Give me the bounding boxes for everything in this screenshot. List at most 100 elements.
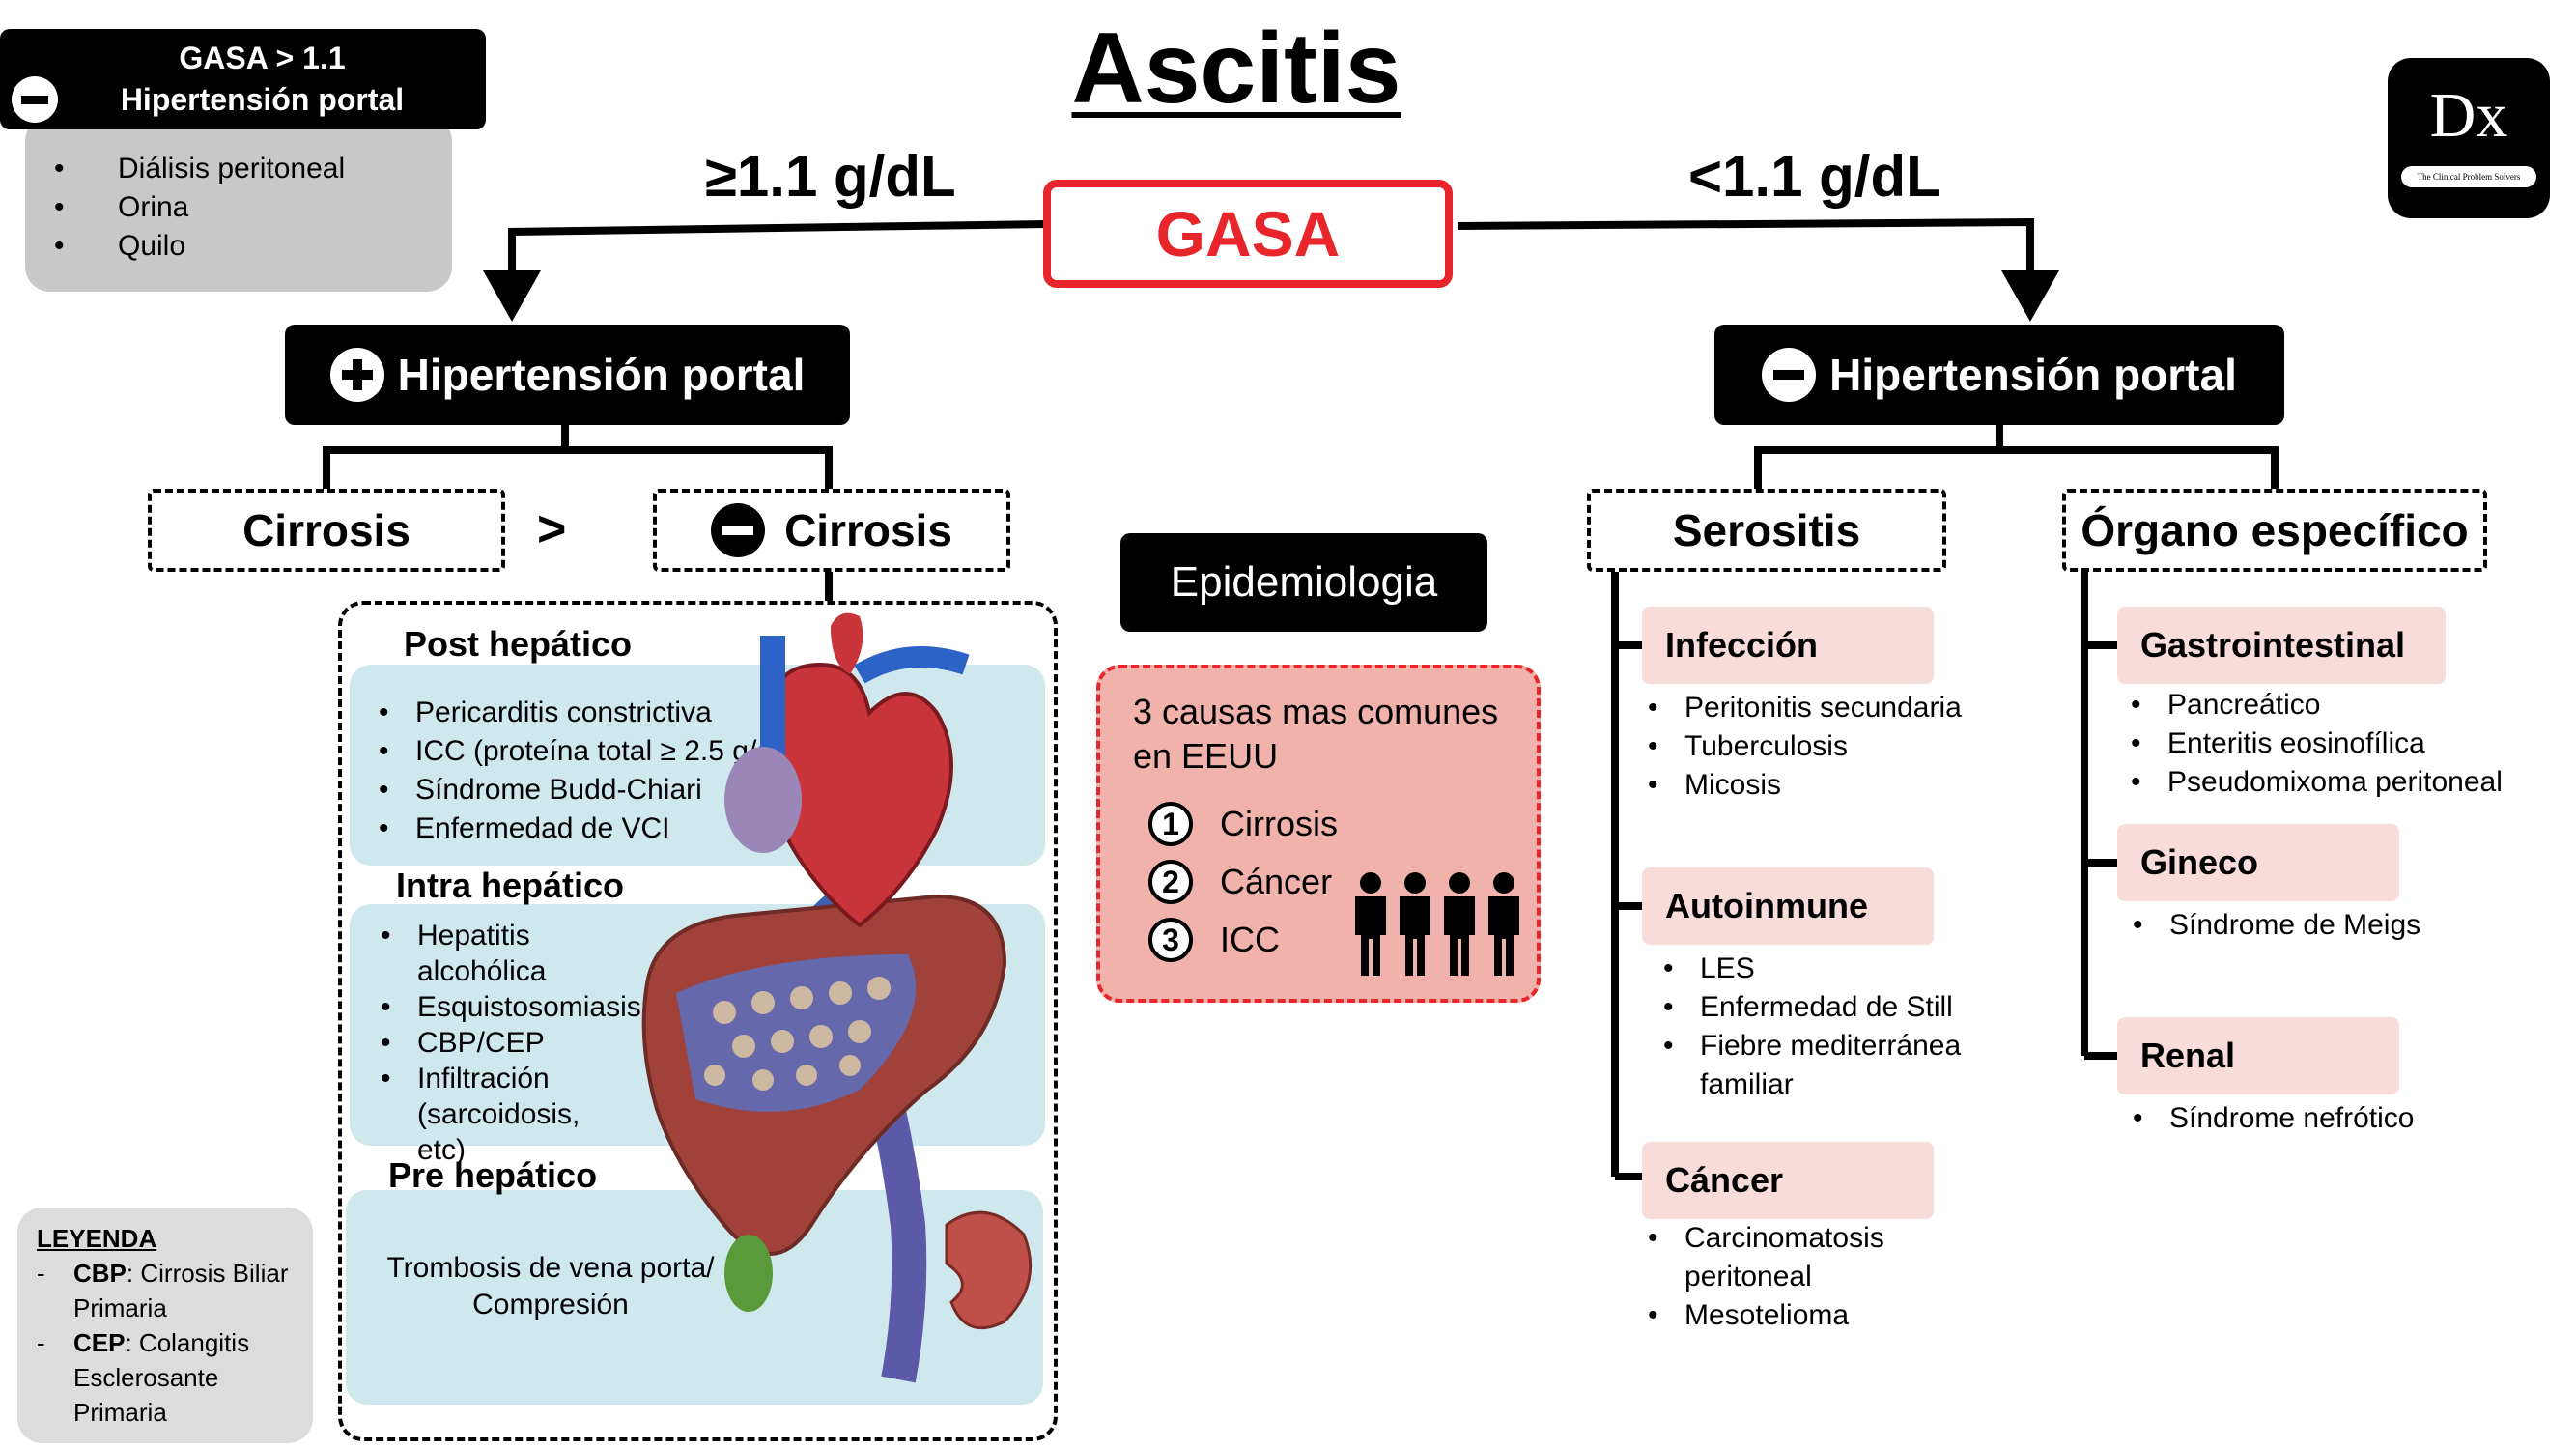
legend-title: LEYENDA <box>37 1224 157 1253</box>
right-branch-header-label: Hipertensión portal <box>1829 350 2237 400</box>
infeccion-list: Peritonitis secundaria Tuberculosis Mico… <box>1648 689 2053 805</box>
organo-group-renal: Renal <box>2117 1017 2399 1094</box>
post-hepatic-list: Pericarditis constrictiva ICC (proteína … <box>379 694 823 848</box>
dx-logo: Dx The Clinical Problem Solvers <box>2388 58 2550 218</box>
top-left-header-line2: Hipertensión portal <box>120 82 405 117</box>
legend-abbr: CBP <box>73 1259 127 1288</box>
minus-circle-icon <box>1762 348 1817 402</box>
list-item: Enfermedad de Still <box>1663 988 1982 1027</box>
cause-item: 2 Cáncer <box>1148 860 1332 904</box>
no-cirrosis-label: Cirrosis <box>784 505 952 555</box>
list-item: Carcinomatosis peritoneal <box>1648 1219 1938 1296</box>
logo-text: Dx <box>2429 80 2508 151</box>
list-item: Micosis <box>1648 766 2053 805</box>
intra-hepatic-title: Intra hepático <box>396 866 625 905</box>
epidemiology-header-label: Epidemiologia <box>1170 558 1438 606</box>
left-branch-header: Hipertensión portal <box>285 325 850 425</box>
pre-hepatic-text: Trombosis de vena porta/ Compresión <box>386 1250 715 1323</box>
minus-circle-icon <box>711 503 766 557</box>
legend-item: - CBP: Cirrosis Biliar Primaria <box>37 1259 289 1322</box>
group-title: Cáncer <box>1665 1160 1784 1200</box>
left-branch-header-label: Hipertensión portal <box>397 350 806 400</box>
serositis-box: Serositis <box>1587 489 1946 572</box>
list-item: Infiltración (sarcoidosis, etc) <box>381 1061 632 1168</box>
organo-group-gineco: Gineco <box>2117 824 2399 901</box>
list-item: Hepatitis alcohólica <box>381 918 632 989</box>
list-item: Peritonitis secundaria <box>1648 689 2053 727</box>
gastrointestinal-list: Pancreático Enteritis eosinofílica Pseud… <box>2131 686 2536 802</box>
renal-list: Síndrome nefrótico <box>2133 1099 2519 1138</box>
list-item: Diálisis peritoneal <box>54 150 345 188</box>
list-item: Síndrome Budd-Chiari <box>379 771 823 810</box>
epidemiology-box: 3 causas mas comunes en EEUU 1 Cirrosis … <box>1096 665 1541 1003</box>
list-item: Síndrome de Meigs <box>2133 906 2519 945</box>
gasa-label: GASA <box>1155 198 1341 270</box>
branch-left-label: ≥1.1 g/dL <box>705 144 956 209</box>
list-item: Pseudomixoma peritoneal <box>2131 763 2536 802</box>
page-title: Ascitis <box>1071 13 1401 125</box>
list-item: Quilo <box>54 227 345 266</box>
cirrosis-label: Cirrosis <box>242 505 410 555</box>
right-branch-header: Hipertensión portal <box>1714 325 2284 425</box>
cause-item: 3 ICC <box>1148 918 1280 962</box>
serositis-group-infeccion: Infección <box>1642 607 1934 684</box>
epidemiology-header: Epidemiologia <box>1120 533 1487 632</box>
group-title: Gineco <box>2140 842 2259 882</box>
cause-number: 1 <box>1148 802 1193 846</box>
cause-number: 3 <box>1148 918 1193 962</box>
legend-desc: : Colangitis Esclerosante Primaria <box>73 1328 250 1427</box>
gasa-box: GASA <box>1043 180 1453 288</box>
people-icon <box>1355 872 1519 976</box>
gineco-list: Síndrome de Meigs <box>2133 906 2519 945</box>
cause-label: Cáncer <box>1220 862 1333 901</box>
serositis-group-cancer: Cáncer <box>1642 1142 1934 1219</box>
cause-label: Cirrosis <box>1220 804 1338 843</box>
list-item: Fiebre mediterránea familiar <box>1663 1027 1982 1104</box>
logo-subtitle: The Clinical Problem Solvers <box>2401 166 2536 187</box>
pre-hepatic-text-line2: Compresión <box>472 1289 629 1321</box>
epidemiology-intro: 3 causas mas comunes en EEUU <box>1133 692 1499 776</box>
organo-especifico-box: Órgano específico <box>2062 489 2487 572</box>
top-left-header: GASA > 1.1 Hipertensión portal <box>0 29 486 129</box>
serositis-group-autoinmune: Autoinmune <box>1642 867 1934 945</box>
cirrosis-box: Cirrosis <box>148 489 505 572</box>
list-item: LES <box>1663 950 1982 988</box>
intra-hepatic-list: Hepatitis alcohólica Esquistosomiasis CB… <box>381 918 641 1168</box>
legend-box: LEYENDA - CBP: Cirrosis Biliar Primaria … <box>17 1208 313 1443</box>
top-left-items-box: Diálisis peritoneal Orina Quilo <box>25 116 452 292</box>
legend-abbr: CEP <box>73 1328 126 1357</box>
cause-item: 1 Cirrosis <box>1148 802 1338 846</box>
plus-circle-icon <box>329 348 384 402</box>
organo-especifico-label: Órgano específico <box>2081 505 2469 555</box>
no-cirrosis-causes-region <box>338 601 1058 1441</box>
legend-item: - CEP: Colangitis Esclerosante Primaria <box>37 1328 250 1427</box>
organo-group-gastrointestinal: Gastrointestinal <box>2117 607 2446 684</box>
serositis-label: Serositis <box>1672 505 1861 555</box>
list-item: Pancreático <box>2131 686 2536 724</box>
list-item: ICC (proteína total ≥ 2.5 g/dl) <box>379 732 823 771</box>
list-item: Enteritis eosinofílica <box>2131 724 2536 763</box>
legend-desc: : Cirrosis Biliar Primaria <box>73 1259 289 1322</box>
minus-circle-icon <box>12 76 58 123</box>
list-item: Esquistosomiasis <box>381 989 641 1025</box>
heart-liver-illustration <box>641 612 1033 1383</box>
cause-number: 2 <box>1148 860 1193 904</box>
group-title: Autoinmune <box>1665 886 1868 925</box>
list-item: Síndrome nefrótico <box>2133 1099 2519 1138</box>
list-item: Enfermedad de VCI <box>379 810 823 848</box>
pre-hepatic-text-line1: Trombosis de vena porta/ <box>386 1252 715 1284</box>
list-item: Mesotelioma <box>1648 1296 1938 1335</box>
cause-label: ICC <box>1220 920 1280 959</box>
list-item: Pericarditis constrictiva <box>379 694 823 732</box>
greater-than-sign: > <box>537 501 567 557</box>
pre-hepatic-title: Pre hepático <box>388 1155 598 1195</box>
list-item: Orina <box>54 188 345 227</box>
post-hepatic-title: Post hepático <box>404 624 633 664</box>
no-cirrosis-box: Cirrosis <box>653 489 1010 572</box>
group-title: Gastrointestinal <box>2140 625 2406 665</box>
list-item: CBP/CEP <box>381 1025 632 1061</box>
group-title: Infección <box>1665 625 1819 665</box>
top-left-header-line1: GASA > 1.1 <box>179 41 346 75</box>
pre-hepatic-section-bg <box>346 1190 1043 1405</box>
